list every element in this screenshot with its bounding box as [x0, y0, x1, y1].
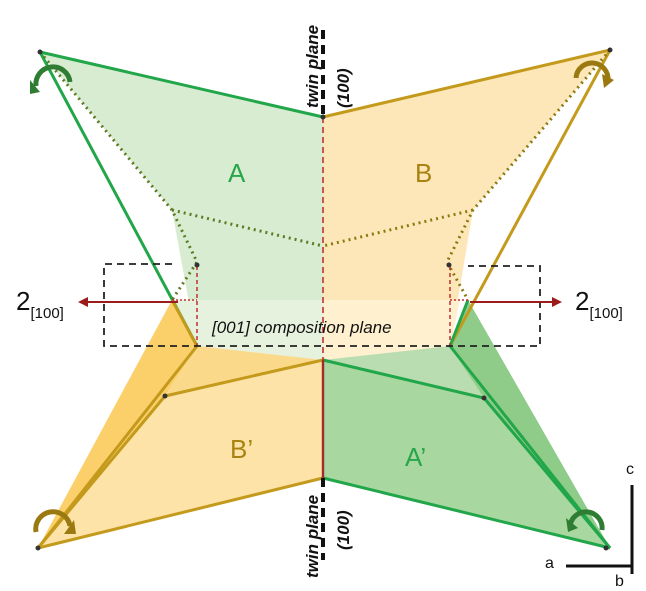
rotation-arrow-icon	[566, 509, 605, 532]
composition-plane-box	[103, 263, 541, 347]
vertex-dots	[35, 47, 613, 551]
dotted-a-mid	[171, 208, 324, 248]
axis-left-sub: [100]	[30, 305, 63, 322]
axis-left-main: 2	[16, 286, 30, 316]
axis-right-main: 2	[575, 286, 589, 316]
twin-plane-bottom-label: twin plane	[303, 495, 322, 578]
twin-plane-top-label: twin plane	[303, 25, 322, 108]
region-b-prime-label: B’	[230, 434, 253, 464]
region-b-prime-light	[38, 360, 323, 548]
edge-ap-top	[448, 299, 470, 347]
axis-b-label: b	[615, 573, 624, 590]
rotation-arrow-icon	[30, 64, 73, 94]
edge-a-left	[38, 51, 199, 347]
rotation-arrow-icon	[33, 509, 76, 534]
region-a-label: A	[228, 158, 246, 188]
region-a-fill	[40, 52, 323, 360]
axes-triad	[566, 485, 634, 574]
edge-ap-bottom	[322, 476, 611, 550]
edge-a-top	[39, 50, 324, 119]
edge-bp-top	[170, 299, 199, 347]
axis-a-label: a	[545, 555, 554, 572]
composition-plane-label: [001] composition plane	[211, 318, 392, 337]
rotation-arrow-icon	[573, 60, 614, 88]
region-b-prime-side	[38, 300, 197, 548]
region-b-fill	[323, 50, 610, 360]
axis-right-label: 2[100]	[575, 286, 623, 322]
region-a-prime-side	[450, 300, 610, 548]
twin-plane-top-miller: (100)	[334, 68, 353, 108]
region-b-label: B	[415, 158, 432, 188]
twin-plane-bottom-miller: (100)	[334, 510, 353, 550]
axis-right-sub: [100]	[589, 305, 622, 322]
edge-bp-bottom	[37, 476, 324, 550]
axis-c-label: c	[626, 461, 634, 478]
dotted-b-mid	[322, 208, 474, 248]
axis-left-label: 2[100]	[16, 286, 64, 322]
center-light-left	[172, 300, 323, 360]
edge-b-top	[322, 48, 611, 119]
region-a-prime-face	[323, 360, 610, 548]
edge-b-right	[448, 49, 612, 347]
dotted-a	[38, 51, 199, 301]
center-light-right	[323, 300, 460, 360]
region-a-prime-label: A’	[405, 442, 426, 472]
